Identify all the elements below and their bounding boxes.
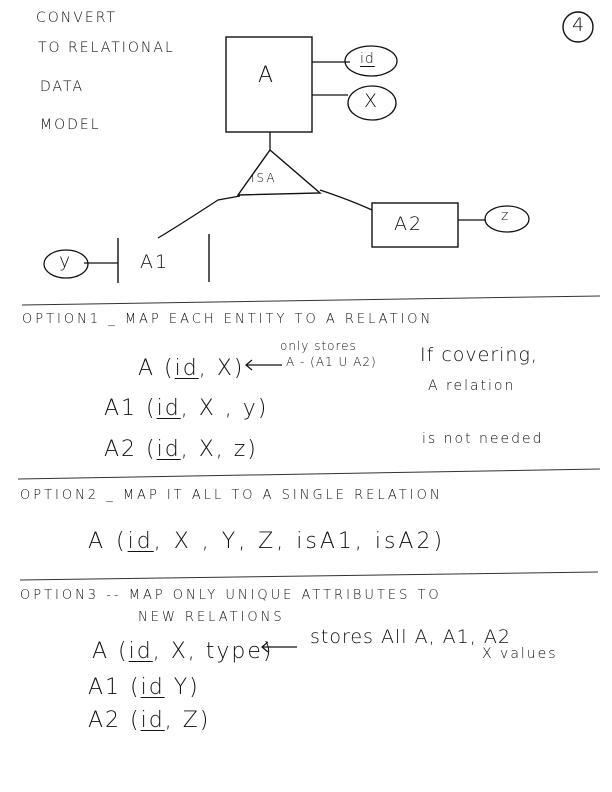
option2-rel: A (id, X , Y, Z, isA1, isA2): [88, 529, 446, 554]
title-line-2: TO RELATIONAL: [38, 40, 175, 56]
option2-heading: OPTION2 _ MAP IT ALL TO A SINGLE RELATIO…: [20, 488, 443, 503]
isa-triangle: [236, 148, 322, 196]
option3-rel-a: A (id, X, type): [92, 639, 274, 664]
option1-rel-a2: A2 (id, X, z): [104, 437, 258, 462]
attr-a-x-label: X: [364, 90, 378, 112]
attr-a1-y-oval: [43, 249, 89, 279]
option1-note-top: only stores: [280, 339, 357, 353]
option3-rel-a2: A2 (id, Z): [88, 708, 211, 733]
attr-a-id-oval: [344, 45, 398, 77]
entity-a2-label: A2: [394, 213, 424, 235]
attr-a-x-oval: [347, 85, 397, 121]
option1-rel-a1: A1 (id, X , y): [104, 396, 269, 421]
option1-side-note-1: If covering,: [420, 344, 538, 366]
page-number: 4: [572, 14, 585, 36]
attr-a1-y-label: y: [59, 250, 71, 272]
title-line-3: DATA: [40, 79, 85, 95]
attr-a-id-label: id: [360, 51, 375, 67]
page-number-circle: [562, 11, 594, 43]
entity-a-box: [225, 36, 313, 133]
option1-heading: OPTION1 _ MAP EACH ENTITY TO A RELATION: [22, 312, 434, 327]
entity-a1-label: A1: [140, 251, 170, 273]
option3-heading-line1: OPTION3 -- MAP ONLY UNIQUE ATTRIBUTES TO: [20, 588, 442, 603]
divider-1: [21, 295, 601, 306]
option1-side-note-2: A relation: [428, 378, 516, 394]
option3-heading-line2: NEW RELATIONS: [138, 610, 285, 625]
option3-arrow-note-1: stores All A, A1, A2: [310, 626, 511, 648]
option3-rel-a1: A1 (id Y): [88, 675, 200, 700]
attr-a2-z-label: z: [501, 208, 511, 224]
divider-2: [17, 468, 601, 480]
entity-a2-box: [371, 202, 459, 248]
option1-note-bottom: A - (A1 U A2): [286, 355, 377, 369]
option3-arrow-note-2: X values: [482, 646, 558, 662]
entity-a-label: A: [258, 63, 276, 88]
attr-a2-z-oval: [484, 205, 530, 233]
option1-side-note-3: is not needed: [422, 431, 544, 447]
title-line-1: CONVERT: [36, 10, 117, 26]
divider-3: [19, 571, 599, 581]
option1-rel-a: A (id, X): [138, 356, 245, 381]
title-line-4: MODEL: [40, 117, 101, 133]
isa-label: ISA: [251, 171, 277, 185]
